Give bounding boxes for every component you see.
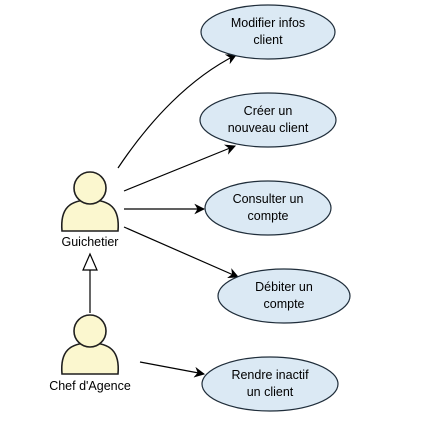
- use-case-label-line1: Modifier infos: [231, 16, 305, 30]
- use-case-modifier-infos-client[interactable]: Modifier infos client: [200, 4, 336, 60]
- association-guichetier-uc4: [123, 226, 239, 279]
- use-case-creer-nouveau-client[interactable]: Créer un nouveau client: [199, 92, 337, 148]
- use-case-debiter-compte[interactable]: Débiter un compte: [217, 268, 351, 324]
- actor-icon: [61, 171, 119, 232]
- association-chef-uc5: [139, 361, 206, 378]
- use-case-label-line2: compte: [264, 297, 305, 311]
- association-guichetier-uc2: [123, 144, 237, 192]
- actor-guichetier[interactable]: Guichetier: [61, 171, 119, 249]
- actor-chef-agence[interactable]: Chef d'Agence: [49, 314, 131, 393]
- use-case-label-line1: Débiter un: [255, 280, 313, 294]
- use-case-label-line1: Rendre inactif: [231, 368, 309, 382]
- use-case-label-line2: un client: [247, 385, 294, 399]
- use-case-label-line1: Créer un: [244, 104, 293, 118]
- use-case-label-line2: client: [253, 33, 283, 47]
- use-case-label-line2: nouveau client: [228, 121, 309, 135]
- actor-label: Guichetier: [62, 235, 119, 249]
- use-case-label-line2: compte: [248, 209, 289, 223]
- use-case-consulter-compte[interactable]: Consulter un compte: [204, 180, 332, 236]
- association-guichetier-uc1: [117, 54, 237, 169]
- actor-label: Chef d'Agence: [49, 379, 131, 393]
- use-case-label-line1: Consulter un: [233, 192, 304, 206]
- edges-layer: [82, 54, 239, 378]
- actor-icon: [61, 314, 119, 375]
- generalization-triangle: [82, 252, 98, 271]
- use-case-rendre-inactif-client[interactable]: Rendre inactif un client: [201, 356, 339, 412]
